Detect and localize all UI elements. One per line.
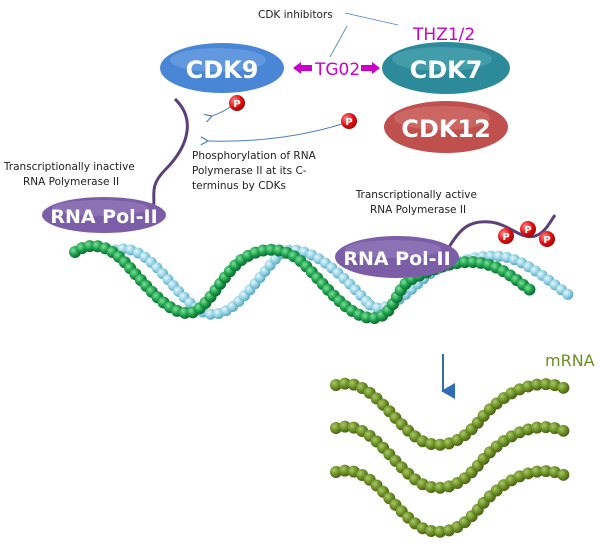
arrow-right-icon bbox=[361, 62, 380, 74]
mrna-strand bbox=[330, 377, 570, 451]
inhibitor-line-thz bbox=[344, 12, 399, 26]
phosphate-icon: P bbox=[341, 113, 357, 129]
bead bbox=[434, 481, 447, 494]
tg02-label: TG02 bbox=[314, 60, 360, 80]
ctd-tail-active bbox=[446, 214, 557, 250]
tg02-arrows: TG02 bbox=[293, 60, 380, 80]
bead bbox=[338, 464, 351, 477]
pol-inactive-label: RNA Pol-II bbox=[50, 206, 157, 228]
svg-text:P: P bbox=[345, 117, 352, 128]
phospho-arrow-cdk7 bbox=[200, 123, 343, 146]
ctd-tail-inactive bbox=[148, 97, 189, 216]
pol-active-label: RNA Pol-II bbox=[343, 248, 450, 270]
mrna-strand bbox=[330, 420, 570, 494]
bead bbox=[530, 465, 543, 478]
phosphate-icon: P bbox=[520, 221, 536, 237]
bead bbox=[425, 480, 438, 493]
bead bbox=[434, 438, 447, 451]
mrna-label: mRNA bbox=[545, 351, 595, 370]
bead bbox=[205, 308, 217, 320]
mrna-strand bbox=[330, 464, 570, 538]
dna-double-helix bbox=[69, 240, 574, 325]
bead bbox=[330, 379, 342, 391]
rna-pol-ii-active: RNA Pol-II P P P bbox=[335, 214, 557, 278]
bead bbox=[425, 524, 438, 537]
svg-text:P: P bbox=[524, 225, 531, 236]
bead bbox=[330, 466, 342, 478]
bead bbox=[539, 421, 552, 434]
bead bbox=[425, 437, 438, 450]
active-annotation: Transcriptionally active RNA Polymerase … bbox=[355, 189, 481, 216]
thz-label: THZ1/2 bbox=[412, 25, 475, 45]
bead bbox=[530, 421, 543, 434]
bead bbox=[330, 422, 342, 434]
svg-text:P: P bbox=[502, 232, 509, 243]
bead bbox=[338, 420, 351, 433]
bead bbox=[557, 424, 570, 437]
svg-text:P: P bbox=[233, 99, 240, 110]
cdk7-node: CDK7 bbox=[382, 42, 510, 94]
cdk12-node: CDK12 bbox=[384, 101, 508, 153]
svg-text:P: P bbox=[543, 235, 550, 246]
inhibitor-line-tg02 bbox=[329, 25, 348, 58]
arrow-left-icon bbox=[293, 62, 312, 74]
bead bbox=[338, 377, 351, 390]
phosphate-icon: P bbox=[498, 228, 514, 244]
bead bbox=[557, 468, 570, 481]
bead bbox=[539, 465, 552, 478]
bead bbox=[434, 525, 447, 538]
phosphate-icon: P bbox=[229, 95, 245, 111]
bead bbox=[539, 378, 552, 391]
bead bbox=[562, 288, 574, 300]
inactive-annotation: Transcriptionally inactive RNA Polymeras… bbox=[3, 161, 138, 188]
cdk12-label: CDK12 bbox=[401, 115, 491, 143]
dna-strand-green bbox=[69, 240, 536, 325]
cdk9-node: CDK9 bbox=[160, 43, 284, 93]
cdk7-label: CDK7 bbox=[410, 56, 483, 84]
cdk9-label: CDK9 bbox=[186, 56, 259, 84]
phosphate-icon: P bbox=[539, 231, 555, 247]
bead bbox=[530, 378, 543, 391]
rna-pol-ii-inactive: RNA Pol-II bbox=[42, 197, 166, 233]
bead bbox=[557, 381, 570, 394]
phosphorylation-annotation: Phosphorylation of RNA Polymerase II at … bbox=[192, 150, 319, 192]
bead bbox=[523, 283, 536, 296]
cdk-inhibitors-label: CDK inhibitors bbox=[258, 9, 333, 21]
mrna-strands bbox=[330, 377, 570, 538]
